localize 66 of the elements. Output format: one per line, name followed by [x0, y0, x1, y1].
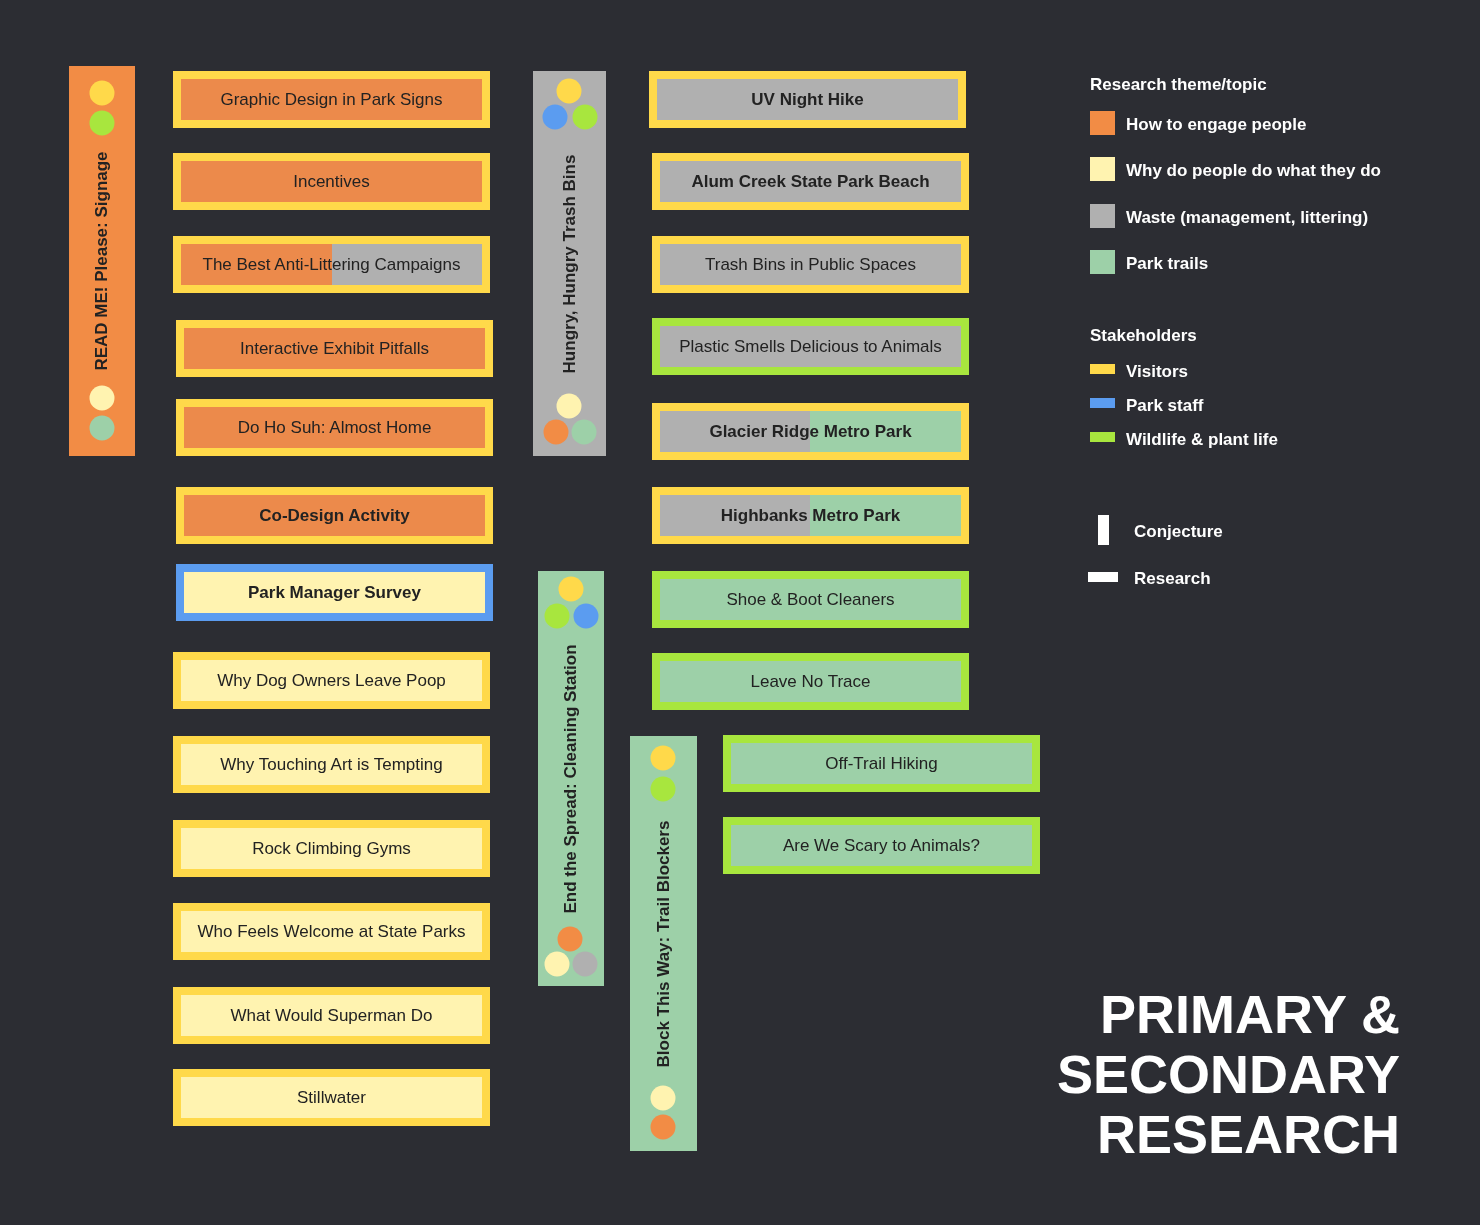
conjecture-band	[538, 571, 604, 986]
research-card	[652, 153, 969, 210]
research-card	[173, 236, 490, 293]
card-title: Glacier Ridge Metro Park	[709, 420, 912, 443]
card-title: Are We Scary to Animals?	[782, 834, 981, 857]
band-title: Hungry, Hungry Trash Bins	[558, 154, 580, 373]
card-title: Stillwater	[297, 1086, 366, 1109]
card-title: Co-Design Activity	[259, 504, 410, 527]
legend-label: Park staff	[1126, 395, 1204, 417]
research-card	[649, 71, 966, 128]
card-title: UV Night Hike	[751, 88, 864, 111]
card-title: Who Feels Welcome at State Parks	[197, 920, 466, 943]
card-title: Graphic Design in Park Signs	[220, 88, 443, 111]
conjecture-band	[69, 66, 135, 456]
legend-label: Waste (management, littering)	[1126, 207, 1369, 229]
legend-heading: Research theme/topic	[1090, 74, 1267, 96]
legend-label: Park trails	[1126, 253, 1209, 275]
legend-label: Visitors	[1126, 361, 1189, 383]
legend-label: Wildlife & plant life	[1126, 429, 1278, 451]
research-card	[176, 564, 493, 621]
band-title: READ ME! Please: Signage	[91, 151, 113, 371]
research-card	[176, 399, 493, 456]
band-title: Block This Way: Trail Blockers	[652, 820, 674, 1067]
card-title: Leave No Trace	[750, 670, 871, 693]
research-card	[173, 820, 490, 877]
band-title: End the Spread: Cleaning Station	[560, 643, 582, 914]
card-title: Alum Creek State Park Beach	[691, 170, 930, 193]
page-title: PRIMARY & SECONDARY RESEARCH	[1055, 984, 1400, 1164]
card-title: Interactive Exhibit Pitfalls	[240, 337, 429, 360]
card-title: Off-Trail Hiking	[825, 752, 938, 775]
research-card	[176, 320, 493, 377]
research-card	[652, 318, 969, 375]
research-card	[173, 652, 490, 709]
card-title: Shoe & Boot Cleaners	[726, 588, 895, 611]
card-title: Do Ho Suh: Almost Home	[237, 416, 432, 439]
card-title: Why Touching Art is Tempting	[220, 753, 443, 776]
legend-label: How to engage people	[1126, 114, 1307, 136]
card-title: Park Manager Survey	[248, 581, 421, 604]
card-title: Rock Climbing Gyms	[252, 837, 411, 860]
card-title: What Would Superman Do	[230, 1004, 433, 1027]
research-card	[723, 735, 1040, 792]
research-card	[173, 736, 490, 793]
card-title: The Best Anti-Littering Campaigns	[202, 253, 461, 276]
legend-label: Why do people do what they do	[1126, 160, 1381, 182]
legend-label: Research	[1134, 568, 1211, 590]
conjecture-band	[533, 71, 606, 456]
research-card	[173, 71, 490, 128]
legend-label: Conjecture	[1134, 521, 1223, 543]
research-card	[173, 987, 490, 1044]
research-card	[652, 487, 969, 544]
card-title: Trash Bins in Public Spaces	[705, 253, 916, 276]
card-title: Plastic Smells Delicious to Animals	[679, 335, 942, 358]
research-card	[173, 153, 490, 210]
research-card	[652, 236, 969, 293]
research-card	[173, 903, 490, 960]
research-card	[723, 817, 1040, 874]
research-card	[176, 487, 493, 544]
research-card	[652, 653, 969, 710]
conjecture-band	[630, 736, 697, 1151]
research-card	[652, 571, 969, 628]
card-title: Why Dog Owners Leave Poop	[217, 669, 446, 692]
research-card	[173, 1069, 490, 1126]
research-card	[652, 403, 969, 460]
legend-heading: Stakeholders	[1090, 325, 1197, 347]
card-title: Highbanks Metro Park	[720, 504, 901, 527]
card-title: Incentives	[293, 170, 370, 193]
